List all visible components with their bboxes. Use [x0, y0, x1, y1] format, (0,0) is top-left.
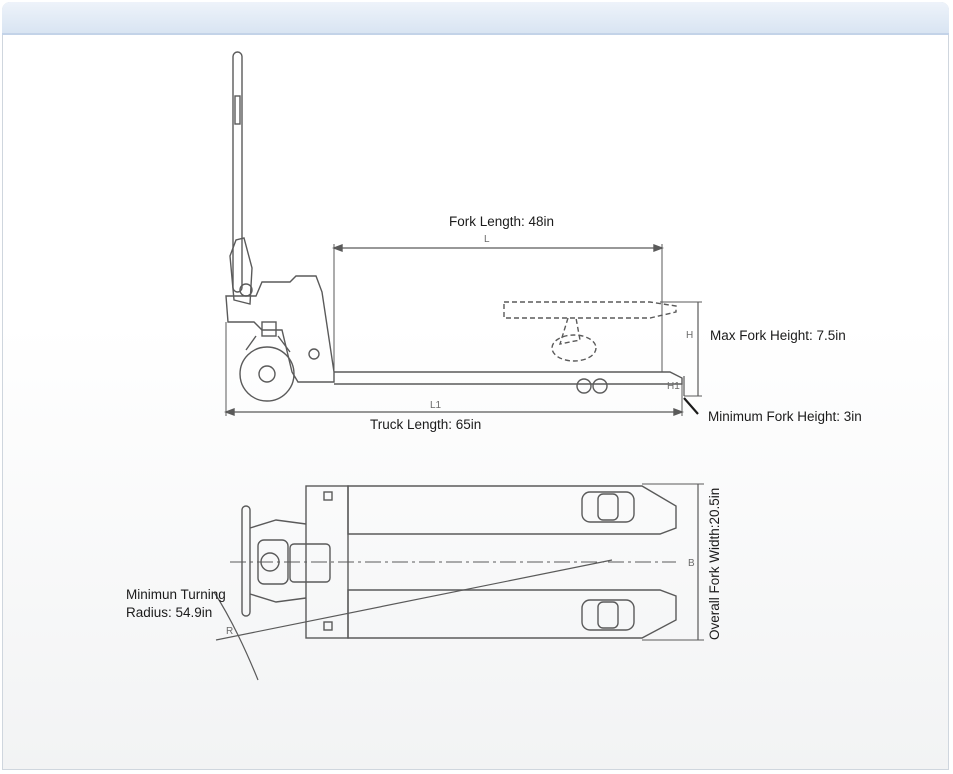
side-view: L L1 H H1 — [224, 51, 702, 417]
frame-bolt — [308, 348, 320, 360]
turning-radius-label-line1: Minimun Turning — [126, 587, 226, 602]
truck-length-label: Truck Length: 65in — [370, 417, 482, 432]
steer-wheel — [239, 346, 295, 402]
radius-line — [215, 559, 613, 641]
dim-L-arrow-right — [653, 243, 664, 253]
dim-L-arrow-left — [332, 243, 343, 253]
pump-cylinder — [261, 321, 277, 337]
raised-fork — [503, 301, 677, 319]
handle-top — [241, 505, 251, 617]
dim-L1-letter: L1 — [430, 400, 442, 411]
max-fork-height-label: Max Fork Height: 7.5in — [710, 328, 846, 343]
dim-B-letter: B — [688, 558, 695, 569]
dim-H-letter: H — [686, 330, 693, 341]
fork-roller-upper-inner — [597, 493, 619, 521]
handle-yoke — [249, 519, 307, 603]
raised-roller — [551, 334, 597, 362]
fork-top-lower — [347, 589, 677, 639]
top-view: R B — [213, 483, 704, 681]
handle-bar — [232, 51, 243, 293]
steer-wheel-hub — [258, 365, 276, 383]
min-height-leader — [683, 397, 699, 415]
raised-linkage — [558, 317, 581, 345]
header-divider — [2, 33, 949, 35]
dim-L-letter: L — [484, 234, 490, 245]
radius-arc — [213, 591, 259, 681]
load-roller-rear — [592, 378, 608, 394]
dim-H1-letter: H1 — [667, 381, 680, 392]
fork-roller-lower-inner — [597, 601, 619, 629]
fork-top-upper — [347, 485, 677, 535]
pivot-pin — [239, 283, 253, 297]
frame-bolt-bottom — [323, 621, 333, 631]
load-roller-front — [576, 378, 592, 394]
header-bar — [2, 2, 949, 34]
wheel-bracket — [245, 335, 291, 353]
fork-roller-upper — [581, 491, 635, 523]
dim-R-letter: R — [226, 626, 233, 637]
fork-roller-lower — [581, 599, 635, 631]
min-fork-height-label: Minimum Fork Height: 3in — [708, 409, 862, 424]
overall-fork-width-label: Overall Fork Width:20.5in — [707, 487, 722, 640]
frame-bolt-top — [323, 491, 333, 501]
pump-head — [289, 543, 331, 583]
dim-L1-arrow-right — [673, 407, 684, 417]
dim-L1-arrow-left — [224, 407, 235, 417]
handle-lever — [229, 237, 253, 305]
pump-body — [225, 275, 335, 383]
turning-radius-label-line2: Radius: 54.9in — [126, 605, 213, 620]
handle-grip-slot — [234, 95, 241, 125]
fork-length-label: Fork Length: 48in — [449, 214, 555, 229]
fork-side — [334, 371, 683, 385]
